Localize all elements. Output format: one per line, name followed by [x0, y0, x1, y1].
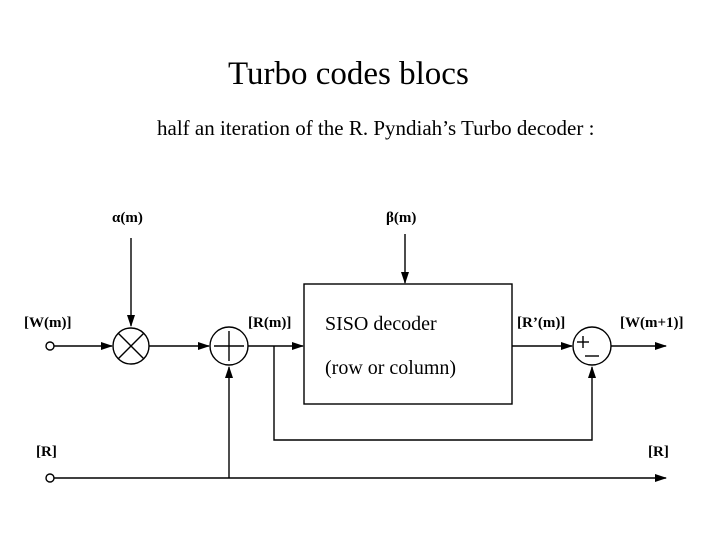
wire-rm-feedback-to-subtractor [273, 346, 596, 441]
input-terminal-r [45, 473, 55, 483]
beta-label: β(m) [386, 210, 416, 226]
alpha-label: α(m) [112, 210, 143, 226]
page-subtitle: half an iteration of the R. Pyndiah’s Tu… [157, 116, 595, 140]
w-in-label: [W(m)] [24, 315, 71, 331]
input-terminal-w [45, 341, 55, 351]
r-out-label: [R] [648, 444, 669, 460]
r-prime-label: [R’(m)] [517, 315, 565, 331]
r-m-label: [R(m)] [248, 315, 291, 331]
adder-node [209, 326, 249, 366]
r-in-label: [R] [36, 444, 57, 460]
siso-block-title: SISO decoder [325, 313, 437, 335]
multiplier-node [112, 327, 150, 365]
w-out-label: [W(m+1)] [620, 315, 684, 331]
subtractor-node [572, 326, 612, 366]
siso-block-subtitle: (row or column) [325, 357, 456, 379]
page-title: Turbo codes blocs [228, 56, 469, 92]
siso-decoder-block [303, 283, 513, 405]
